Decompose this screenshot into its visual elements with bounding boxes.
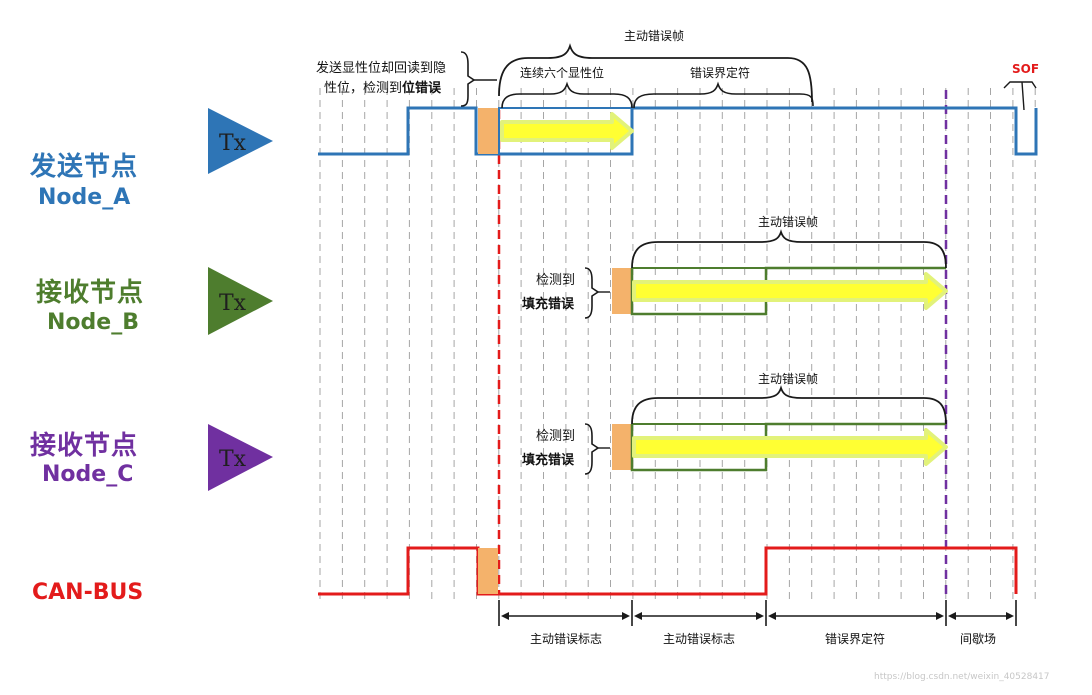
tx-label: Tx <box>219 131 247 156</box>
yellow-arrow-b <box>632 272 948 310</box>
active-error-frame-label-b: 主动错误帧 <box>758 215 819 229</box>
send-detect-bold: 位错误 <box>402 81 442 96</box>
yellow-arrow-a <box>500 112 634 150</box>
tx-label: Tx <box>219 291 247 316</box>
tx-triangle-node-b: Tx <box>208 267 273 335</box>
watermark: https://blog.csdn.net/weixin_40528417 <box>874 672 1050 682</box>
active-error-frame-brace-b <box>631 229 947 269</box>
segment-arrowhead <box>936 612 944 620</box>
sof-bracket <box>1003 81 1037 111</box>
active-error-frame-brace-c <box>631 385 947 425</box>
tx-triangle-node-a: Tx <box>208 108 273 174</box>
segment-arrowhead <box>1006 612 1014 620</box>
node-c-name-cn: 接收节点 <box>30 431 139 461</box>
detected-label-c-line1: 检测到 <box>536 429 576 444</box>
detected-label-c-line2: 填充错误 <box>522 453 575 468</box>
bottom-segment-label-2: 错误界定符 <box>825 632 886 646</box>
segment-arrowhead <box>622 612 630 620</box>
bit-grid <box>319 88 1036 600</box>
bit-error-marker <box>478 108 498 154</box>
detect-bracket-b <box>584 267 600 319</box>
segment-arrowhead <box>756 612 764 620</box>
can-bus-waveform <box>318 546 1018 596</box>
bottom-segment-label-3: 间歇场 <box>960 632 997 646</box>
tx-label: Tx <box>219 447 247 472</box>
detected-label-b-line2: 填充错误 <box>522 297 575 312</box>
node-a-name-en: Node_A <box>38 185 131 210</box>
active-error-frame-label-c: 主动错误帧 <box>758 372 819 386</box>
segment-arrowhead <box>634 612 642 620</box>
send-detect-line1: 发送显性位却回读到隐 <box>316 61 447 76</box>
node-b-name-en: Node_B <box>47 310 139 335</box>
node-b-name-cn: 接收节点 <box>36 278 145 308</box>
segment-arrowhead <box>501 612 509 620</box>
error-delimiter-label-a: 错误界定符 <box>690 66 751 80</box>
node-c-name-en: Node_C <box>42 462 134 487</box>
stuff-error-marker-c <box>612 424 632 470</box>
detect-bracket-c <box>584 423 600 475</box>
send-detect-line2: 性位，检测到位错误 <box>324 80 441 98</box>
active-error-frame-label-a: 主动错误帧 <box>624 29 685 43</box>
stuff-error-marker-b <box>612 268 632 314</box>
node-a-name-cn: 发送节点 <box>30 152 139 182</box>
six-dominant-label: 连续六个显性位 <box>520 66 605 80</box>
bottom-segment-label-0: 主动错误标志 <box>530 632 603 646</box>
error-delimiter-brace-a <box>633 81 814 109</box>
detected-label-b-line1: 检测到 <box>536 273 576 288</box>
can-bus-name: CAN-BUS <box>32 580 144 605</box>
six-dominant-brace <box>501 81 633 109</box>
send-detect-plain: 性位，检测到 <box>324 81 403 96</box>
bus-error-marker <box>478 548 498 594</box>
active-error-frame-brace-a <box>498 43 813 103</box>
sof-label: SOF <box>1012 62 1040 76</box>
tx-triangle-node-c: Tx <box>208 424 273 491</box>
segment-arrowhead <box>768 612 776 620</box>
bottom-segment-label-1: 主动错误标志 <box>663 632 736 646</box>
send-detect-bracket <box>460 51 476 107</box>
segment-arrowhead <box>948 612 956 620</box>
bottom-segment-arrows <box>498 600 1017 626</box>
yellow-arrow-c <box>632 428 948 466</box>
node-a-waveform <box>318 106 1038 156</box>
